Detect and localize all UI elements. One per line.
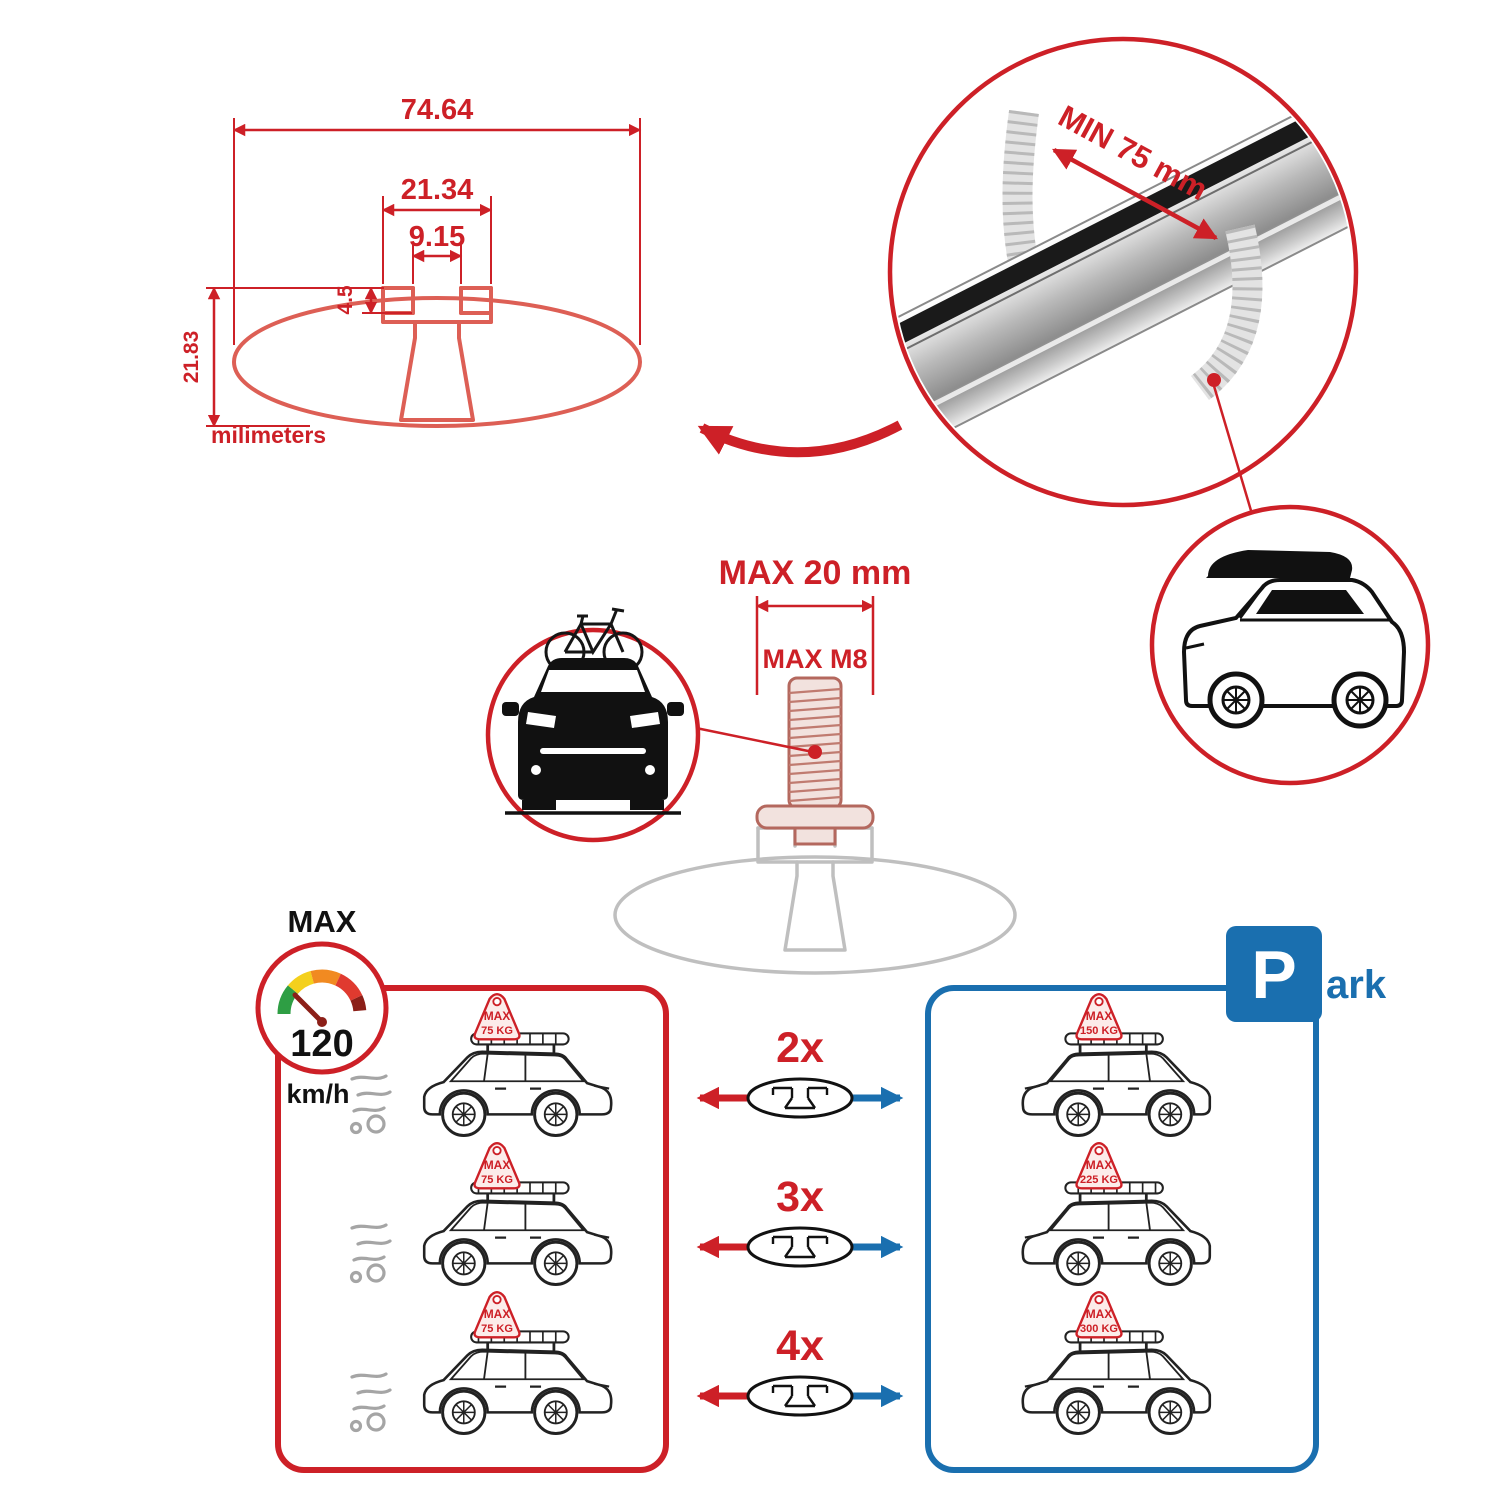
max-length-label: MAX 20 mm — [719, 554, 912, 592]
dim-label-slot: 9.15 — [409, 221, 465, 253]
bolt-neck — [793, 826, 837, 846]
gauge-pivot — [317, 1017, 327, 1027]
car-mirror-left — [502, 702, 519, 716]
svg-text:300 KG: 300 KG — [1080, 1323, 1118, 1335]
speed-unit: km/h — [286, 1079, 349, 1109]
suv-beltline — [1185, 587, 1390, 650]
suv-windows — [1256, 590, 1364, 614]
moving-load-tag-2: MAX 75 KG — [473, 1142, 521, 1190]
roof-box — [1206, 550, 1353, 578]
speed-max-label: MAX — [288, 904, 357, 939]
callout-line-from-car — [695, 726, 814, 754]
parking-p: P — [1251, 937, 1296, 1013]
crossbar-section-icon-3 — [746, 1375, 854, 1417]
car-mirror-right — [667, 702, 684, 716]
parked-load-tag-3: MAX 300 KG — [1075, 1291, 1123, 1339]
bar-detail-circle: MIN 75 mm — [887, 36, 1359, 515]
parking-ark: ark — [1326, 963, 1387, 1007]
dim-label-width: 74.64 — [401, 94, 474, 126]
moving-load-tag-3: MAX 75 KG — [473, 1291, 521, 1339]
moving-load-tag-1: MAX 75 KG — [473, 993, 521, 1041]
max-thread-label: MAX M8 — [762, 644, 867, 674]
svg-text:MAX: MAX — [484, 1158, 511, 1172]
svg-text:MAX: MAX — [1086, 1307, 1113, 1321]
car-foglight-right — [645, 765, 655, 775]
suv-roofbox-circle — [1149, 504, 1431, 786]
t-bolt-illustration — [755, 676, 875, 846]
count-row-2: 3x — [696, 1173, 904, 1268]
car-front-illustration — [502, 658, 684, 815]
speedometer-circle — [255, 941, 389, 1075]
dim-label-lip: 4.5 — [334, 285, 357, 315]
speed-value: 120 — [290, 1023, 353, 1065]
speedometer-gauge-icon — [277, 969, 367, 1015]
bolt-detail-section: MAX 20 mm MAX M8 — [613, 554, 1017, 975]
count-row-3: 4x — [696, 1322, 904, 1417]
speed-limit-badge: MAX 120 km/h — [255, 904, 389, 1109]
min-span-arrow — [1052, 148, 1218, 240]
car-headlight-right — [630, 712, 660, 728]
parking-sign-box — [1226, 926, 1322, 1022]
car-grille-slit — [540, 748, 646, 754]
bolt-flange — [755, 804, 875, 830]
svg-text:MAX: MAX — [1086, 1158, 1113, 1172]
dim-label-opening: 21.34 — [401, 174, 474, 206]
car-bike-circle — [485, 607, 701, 843]
count-label-1: 2x — [776, 1024, 824, 1072]
count-label-2: 3x — [776, 1173, 824, 1221]
svg-text:75 KG: 75 KG — [481, 1323, 513, 1335]
count-label-3: 4x — [776, 1322, 824, 1370]
callout-line-to-suv — [1212, 385, 1254, 515]
suv-wheels — [1207, 671, 1389, 729]
svg-text:225 KG: 225 KG — [1080, 1174, 1118, 1186]
moving-cars: MAX 75 KG MAX 75 KG MAX 75 KG — [349, 993, 613, 1435]
cross-section-dimension-drawing: 74.64 21.34 9.15 4.5 21.83 milimeters — [180, 94, 642, 448]
svg-text:MAX: MAX — [1086, 1009, 1113, 1023]
dim-label-height: 21.83 — [180, 331, 203, 384]
bolt-callout-dot — [808, 745, 822, 759]
svg-text:150 KG: 150 KG — [1080, 1025, 1118, 1037]
units-label: milimeters — [211, 422, 326, 448]
suv-roofbox-illustration — [1181, 550, 1407, 729]
crossbar-section-icon-2 — [746, 1226, 854, 1268]
bar-oval-outline — [232, 296, 642, 428]
strap-callout-dot — [1207, 373, 1221, 387]
bar-count-rows: 2x 3x 4x — [696, 1024, 904, 1417]
parked-load-tag-1: MAX 150 KG — [1075, 993, 1123, 1041]
svg-text:75 KG: 75 KG — [481, 1174, 513, 1186]
car-foglight-left — [531, 765, 541, 775]
car-headlight-left — [526, 712, 556, 728]
parked-load-tag-2: MAX 225 KG — [1075, 1142, 1123, 1190]
svg-text:MAX: MAX — [484, 1307, 511, 1321]
parked-cars: MAX 150 KG MAX 225 KG MAX 300 KG — [1021, 993, 1212, 1435]
svg-text:MAX: MAX — [484, 1009, 511, 1023]
car-windshield — [541, 670, 645, 692]
crossbar-section-icon-1 — [746, 1077, 854, 1119]
gauge-needle — [292, 992, 325, 1025]
parking-sign: P ark — [1226, 926, 1387, 1022]
count-row-1: 2x — [696, 1024, 904, 1119]
car-front-body — [518, 658, 668, 800]
zoom-arrow — [697, 420, 903, 458]
svg-text:75 KG: 75 KG — [481, 1025, 513, 1037]
